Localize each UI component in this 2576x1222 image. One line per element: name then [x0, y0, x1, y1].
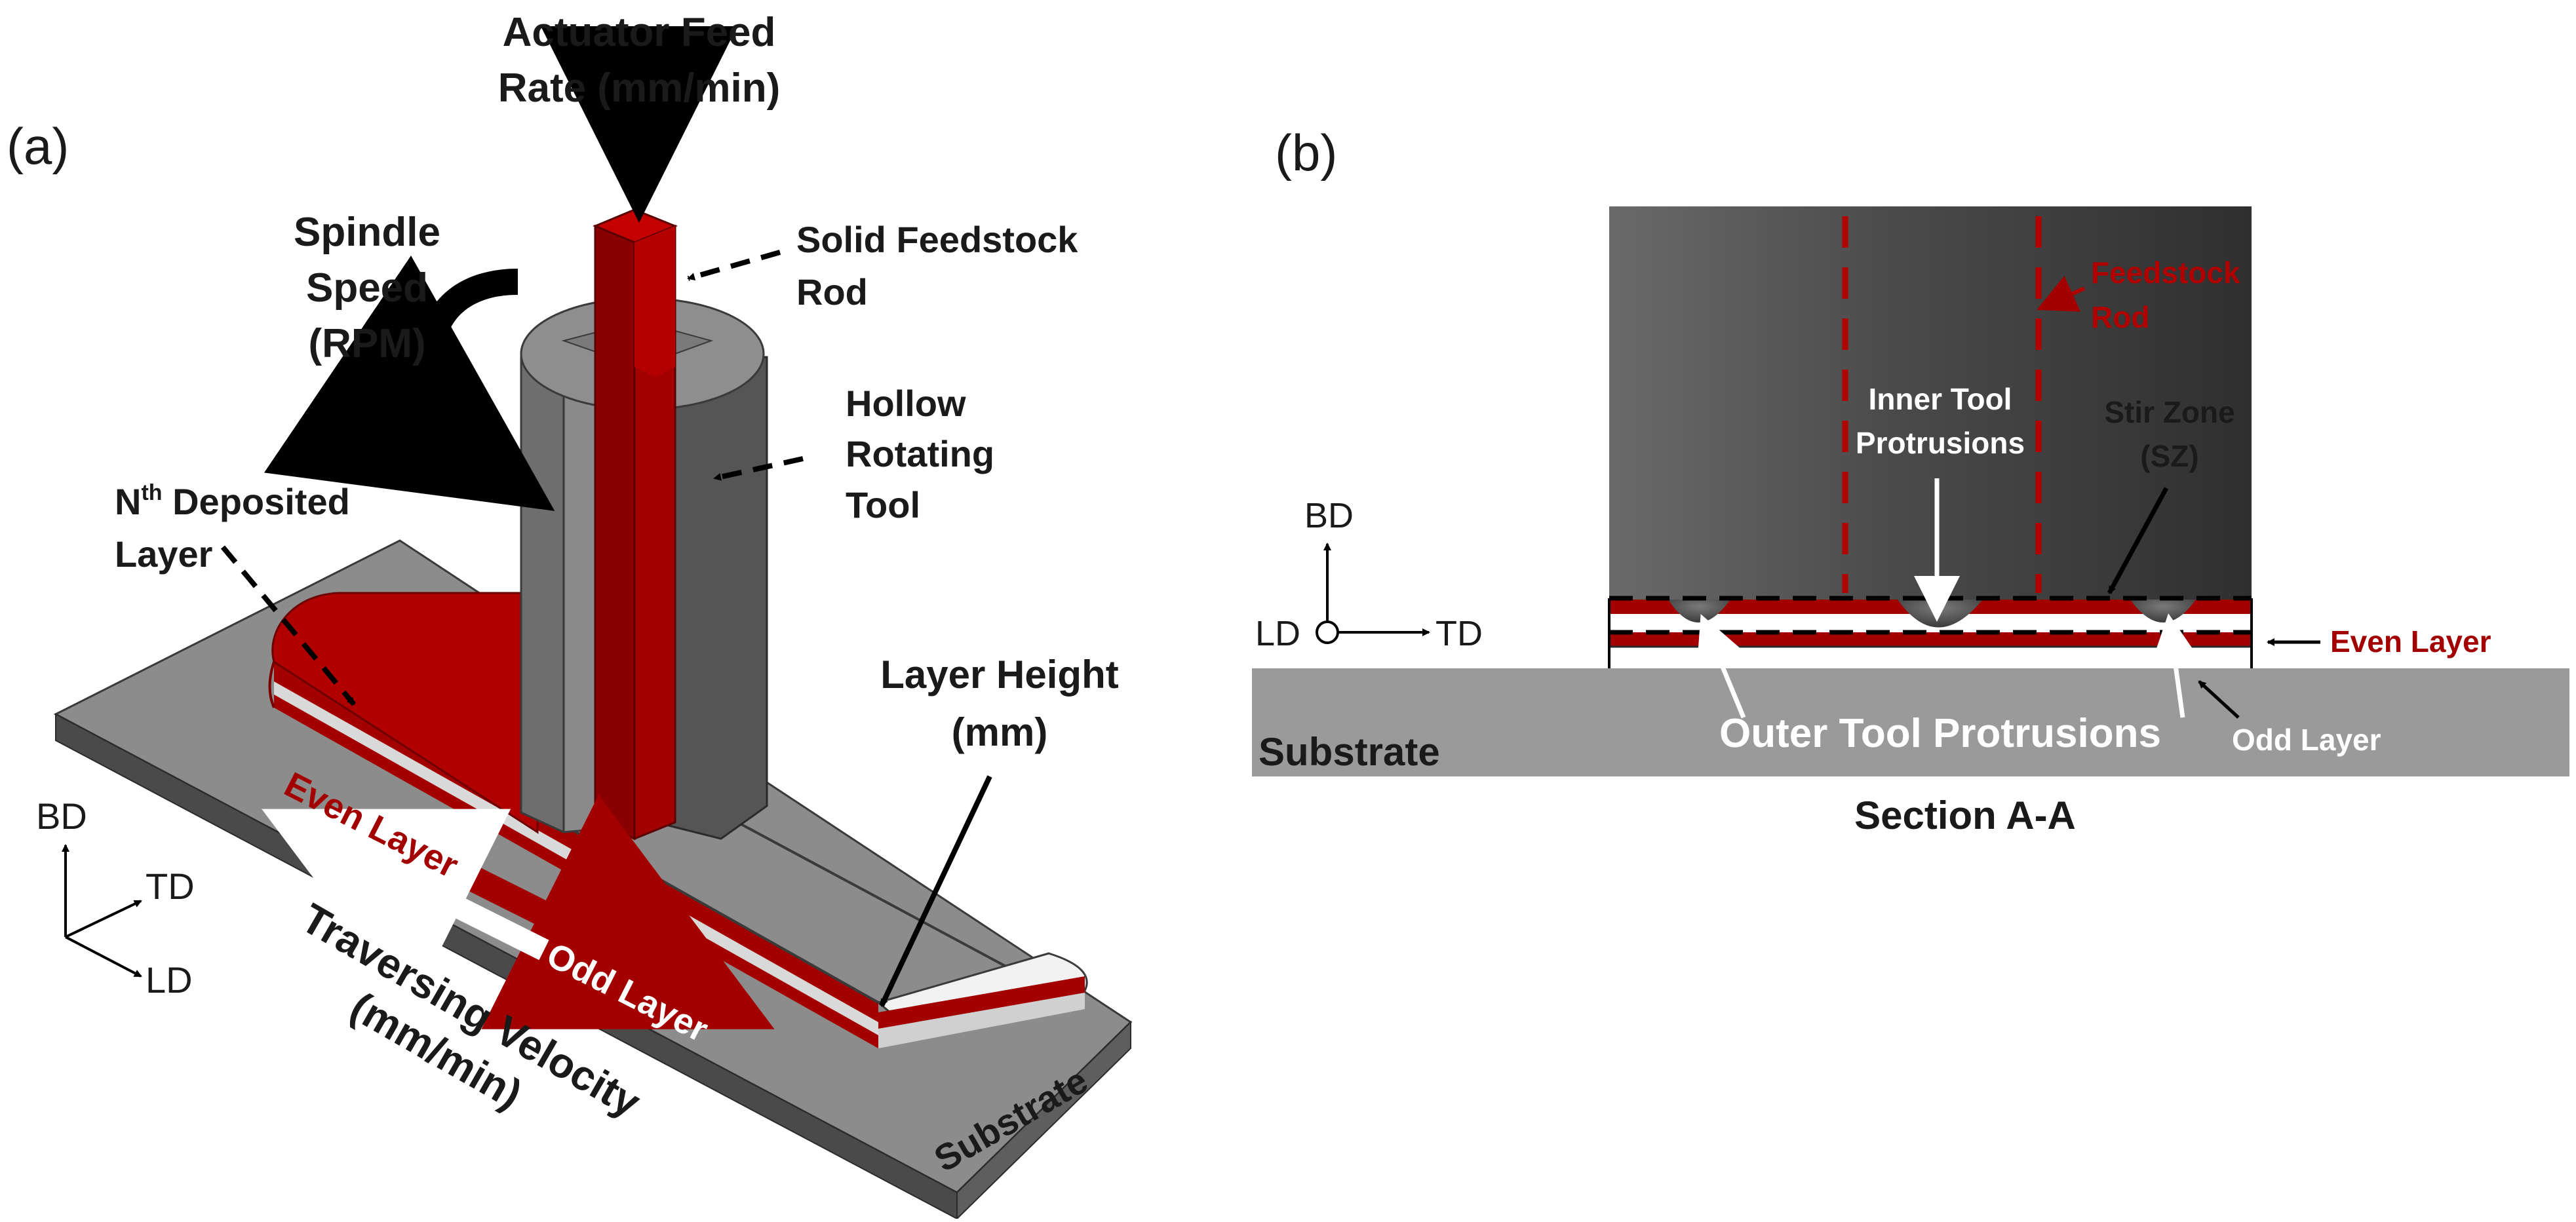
outer-protrusions-label: Outer Tool Protrusions: [1719, 711, 2161, 756]
tool-label-line3: Tool: [846, 484, 920, 525]
stir-zone-label-line1: Stir Zone: [2104, 395, 2234, 429]
layer-height-label-line2: (mm): [952, 710, 1048, 754]
feedstock-label-line2: Rod: [796, 271, 868, 313]
axis-triad-a: BD TD LD: [36, 795, 195, 1001]
panel-a: (a): [7, 10, 1133, 1221]
tool-section-body: [1609, 206, 2252, 600]
axis-ld-label-a: LD: [146, 959, 193, 1001]
spindle-label-line1: Spindle: [294, 210, 440, 255]
feedstock-label-b-line1: Feedstock: [2091, 256, 2240, 290]
nth-layer-leader: [220, 545, 357, 706]
outer-protrusion-left: [1668, 600, 1730, 622]
stir-zone-arrow: [2107, 487, 2169, 594]
feedstock-label-b-line2: Rod: [2091, 300, 2149, 334]
bottom-layer-band: [1608, 645, 2253, 671]
feedstock-leader: [687, 250, 781, 281]
feedstock-arrow-b: [2037, 275, 2086, 312]
outer-protrusion-arrow-left: [1697, 614, 1746, 719]
inner-protrusion-label-line2: Protrusions: [1856, 426, 2025, 460]
odd-layer-label-b: Odd Layer: [2232, 723, 2381, 757]
axis-ld-label-b: LD: [1255, 614, 1300, 653]
outer-protrusion-arrow-right: [2151, 613, 2198, 718]
axis-td-label-a: TD: [146, 866, 195, 907]
axis-triad-b: BD LD TD: [1255, 496, 1483, 653]
even-layer-arrow: [262, 809, 549, 1008]
axis-bd-label-b: BD: [1304, 496, 1354, 535]
layer-height-label-line1: Layer Height: [880, 653, 1118, 697]
tool-leader: [713, 456, 804, 481]
axis-bd-label-a: BD: [36, 795, 87, 837]
substrate-section: [1252, 668, 2569, 776]
tool-label-line1: Hollow: [846, 383, 966, 424]
inner-protrusion-label-line1: Inner Tool: [1869, 382, 2012, 416]
actuator-label-line1: Actuator Feed: [503, 10, 776, 55]
panel-b: (b) BD: [1252, 124, 2569, 837]
nth-layer-label-line1: Nth Deposited: [115, 480, 350, 522]
spindle-label-line2: Speed: [306, 265, 428, 311]
odd-layer-arrow-b: [2198, 680, 2240, 719]
panel-b-label: (b): [1275, 124, 1337, 181]
layer-height-leader: [879, 775, 992, 1007]
solid-feedstock-rod: [593, 208, 678, 841]
section-title: Section A-A: [1854, 793, 2076, 837]
odd-layer-band: [1609, 632, 2252, 647]
actuator-label-line2: Rate (mm/min): [498, 66, 781, 111]
even-layer-label-b: Even Layer: [2330, 624, 2491, 659]
substrate-label-b: Substrate: [1259, 730, 1440, 774]
stir-zone-label-line2: (SZ): [2140, 439, 2198, 473]
nth-layer-label-line2: Layer: [115, 533, 212, 575]
spindle-rotation-arrow: [263, 255, 555, 511]
nth-layer-top: [271, 592, 539, 834]
tool-label-line2: Rotating: [846, 433, 994, 474]
axis-td-label-b: TD: [1435, 614, 1483, 653]
panel-a-label: (a): [7, 117, 69, 175]
feedstock-label-line1: Solid Feedstock: [796, 219, 1078, 260]
spindle-label-line3: (RPM): [308, 321, 425, 366]
